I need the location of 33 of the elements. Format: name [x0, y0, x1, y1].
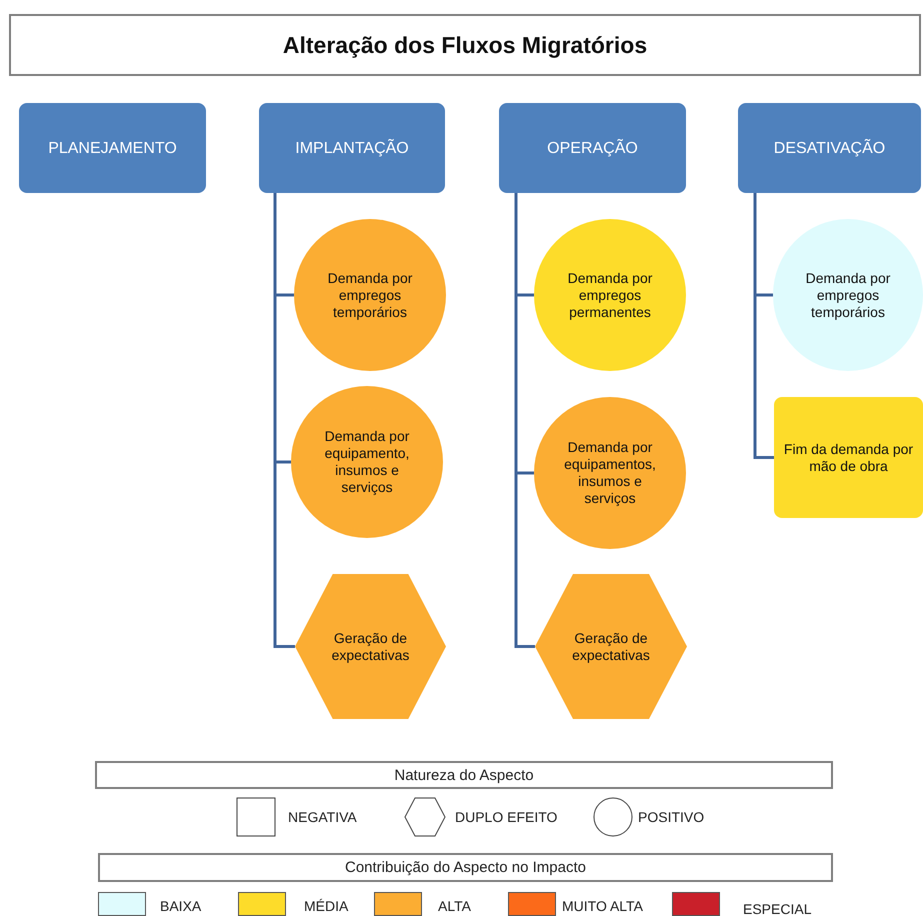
- aspect-text: Demanda por empregos permanentes: [566, 270, 654, 320]
- phase-title: DESATIVAÇÃO: [774, 140, 886, 156]
- aspect-text: Fim da demanda por mão de obra: [782, 440, 914, 474]
- title-box: Alteração dos Fluxos Migratórios: [9, 14, 921, 76]
- connector-line: [274, 193, 295, 648]
- aspect-hexagon: [535, 574, 687, 719]
- phase-title: PLANEJAMENTO: [48, 140, 177, 156]
- connector-line: [514, 193, 535, 648]
- legend-label: NEGATIVA: [288, 809, 357, 825]
- aspect-text: Demanda por equipamento, insumos e serviços: [324, 428, 410, 496]
- aspect-hexagon: [295, 574, 446, 719]
- phase-title: OPERAÇÃO: [547, 140, 638, 156]
- phase-box: [738, 103, 921, 193]
- phase-box: [259, 103, 445, 193]
- phase-box: [499, 103, 686, 193]
- legend-label: MUITO ALTA: [562, 898, 643, 914]
- legend-heading: Natureza do Aspecto: [95, 761, 833, 789]
- aspect-text: Demanda por equipamentos, insumos e serviços: [563, 439, 657, 507]
- legend-label: POSITIVO: [638, 809, 704, 825]
- legend-label: MÉDIA: [304, 898, 348, 914]
- legend-heading: Contribuição do Aspecto no Impacto: [98, 853, 833, 882]
- phase-box: [19, 103, 206, 193]
- aspect-text: Geração de expectativas: [571, 630, 651, 664]
- connector-line: [754, 193, 774, 459]
- aspect-text: Geração de expectativas: [330, 630, 410, 664]
- phase-title: IMPLANTAÇÃO: [295, 140, 409, 156]
- aspect-text: Demanda por empregos temporários: [804, 270, 892, 320]
- legend-label: ALTA: [438, 898, 471, 914]
- legend-label: BAIXA: [160, 898, 202, 914]
- aspect-box: [774, 397, 923, 518]
- aspect-text: Demanda por empregos temporários: [326, 270, 414, 320]
- legend-label: DUPLO EFEITO: [455, 809, 558, 825]
- legend-label: ESPECIAL: [743, 901, 812, 916]
